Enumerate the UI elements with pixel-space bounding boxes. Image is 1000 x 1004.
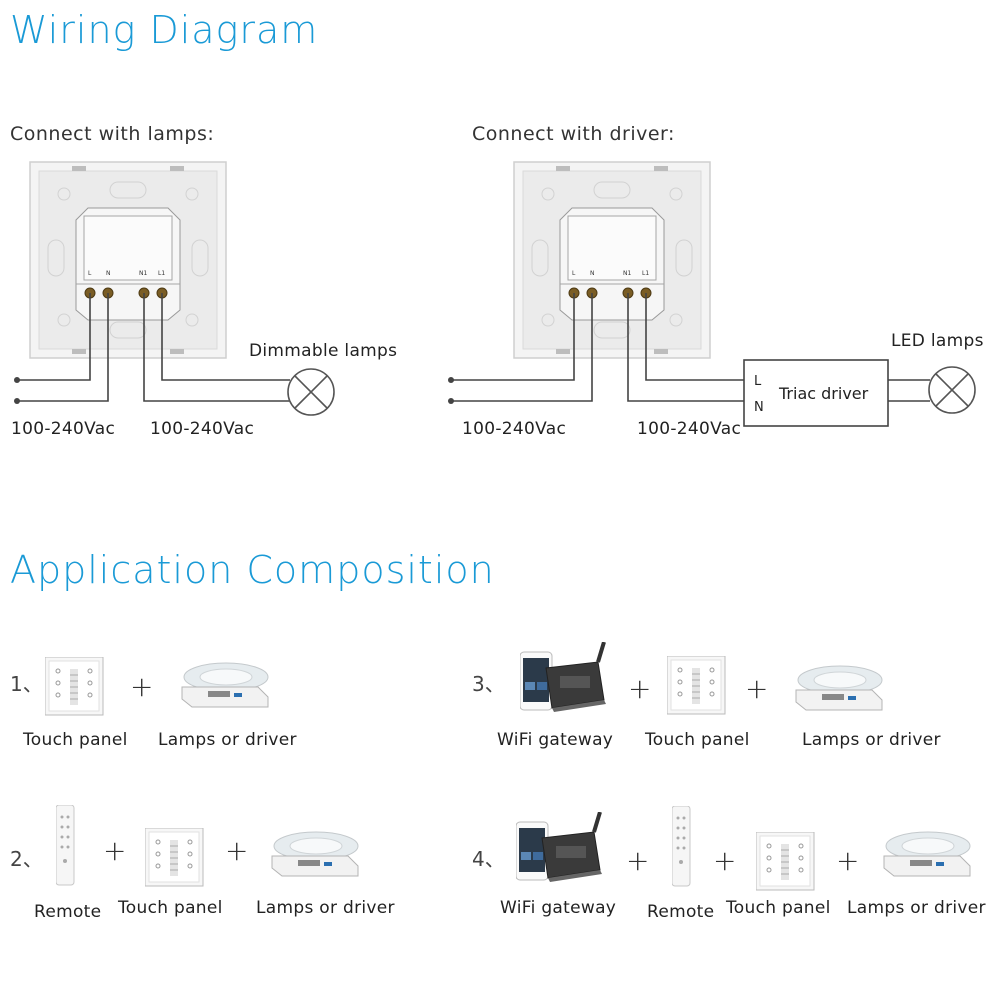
terminal-n1: N1	[623, 270, 631, 277]
item-label: Remote	[34, 902, 102, 922]
item-label: Lamps or driver	[802, 730, 941, 750]
driver-n-label: N	[754, 400, 764, 415]
triac-driver-label: Triac driver	[778, 384, 869, 403]
touch-panel-right: L N N1 L1	[513, 161, 711, 359]
voltage-label: 100-240Vac	[11, 419, 116, 439]
plus-sign: +	[628, 672, 652, 705]
plus-sign: +	[836, 844, 860, 877]
lamps-driver-icon	[795, 665, 883, 711]
wires-right	[452, 293, 930, 402]
row-index: 1、	[10, 672, 43, 696]
terminal-n1: N1	[139, 270, 147, 277]
dimmable-lamps-label: Dimmable lamps	[249, 341, 398, 361]
remote-icon	[672, 806, 691, 887]
lamps-driver-icon	[271, 831, 359, 877]
terminal-n: N	[590, 270, 595, 277]
touch-panel-icon	[667, 656, 726, 715]
touch-panel-left: L N N1 L1	[29, 161, 227, 359]
item-label: WiFi gateway	[500, 898, 617, 918]
terminal-l: L	[88, 270, 92, 277]
item-label: Lamps or driver	[158, 730, 297, 750]
item-label: Touch panel	[118, 898, 223, 918]
item-label: Touch panel	[726, 898, 831, 918]
wifi-gateway-icon	[516, 812, 604, 884]
terminal-l1: L1	[158, 270, 165, 277]
item-label: Lamps or driver	[256, 898, 395, 918]
item-label: Touch panel	[645, 730, 750, 750]
plus-sign: +	[130, 670, 154, 703]
touch-panel-icon	[756, 832, 815, 891]
item-label: Remote	[647, 902, 715, 922]
triac-driver-box	[743, 359, 889, 427]
led-lamp-icon	[928, 366, 976, 414]
connect-lamps-heading: Connect with lamps:	[10, 123, 215, 145]
row-index: 4、	[472, 847, 505, 871]
terminal-l1: L1	[642, 270, 649, 277]
lamps-driver-icon	[181, 662, 269, 708]
row-index: 3、	[472, 672, 505, 696]
plus-sign: +	[103, 834, 127, 867]
voltage-label: 100-240Vac	[150, 419, 255, 439]
terminal-n: N	[106, 270, 111, 277]
plus-sign: +	[225, 834, 249, 867]
wiring-diagram-title: Wiring Diagram	[10, 8, 319, 52]
plus-sign: +	[745, 672, 769, 705]
connect-driver-heading: Connect with driver:	[472, 123, 675, 145]
wiring-diagram: L N N1 L1 L N N1 L1 L N Triac driver	[14, 161, 976, 427]
item-label: WiFi gateway	[497, 730, 614, 750]
wires-left	[18, 293, 290, 402]
lamp-icon	[287, 368, 335, 416]
led-lamps-label: LED lamps	[891, 331, 984, 351]
voltage-label: 100-240Vac	[462, 419, 567, 439]
driver-l-label: L	[754, 374, 762, 389]
touch-panel-icon	[45, 657, 104, 716]
terminal-l: L	[572, 270, 576, 277]
application-composition-title: Application Composition	[10, 548, 495, 592]
wifi-gateway-icon	[520, 642, 608, 714]
item-label: Touch panel	[23, 730, 128, 750]
plus-sign: +	[713, 844, 737, 877]
remote-icon	[56, 805, 75, 886]
plus-sign: +	[626, 844, 650, 877]
lamps-driver-icon	[883, 831, 971, 877]
row-index: 2、	[10, 847, 43, 871]
voltage-label: 100-240Vac	[637, 419, 742, 439]
item-label: Lamps or driver	[847, 898, 986, 918]
touch-panel-icon	[145, 828, 204, 887]
